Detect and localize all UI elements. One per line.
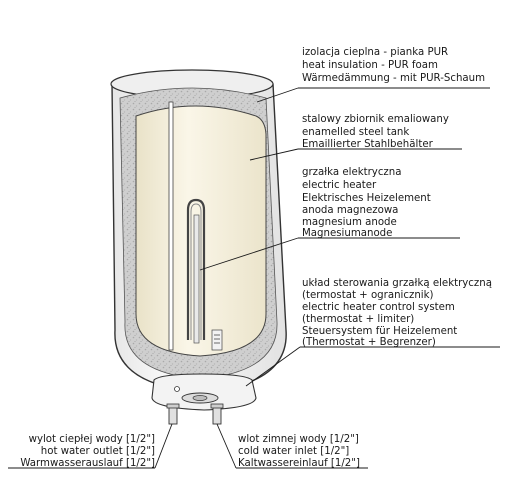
insulation-line-2: heat insulation - PUR foam [302,60,438,71]
callout-heater: grzałka elektryczna electric heater Elek… [302,167,431,239]
hot-outlet-line-3: Warmwasserauslauf [1/2"] [20,458,155,469]
control-line-2: (termostat + ogranicznik) [302,290,434,301]
heater-line-6: Magnesiumanode [302,228,392,239]
heater-line-3: Elektrisches Heizelement [302,193,431,204]
control-line-5: Steuersystem für Heizelement [302,326,457,337]
heater-line-5: magnesium anode [302,217,397,228]
tank-line-2: enamelled steel tank [302,127,409,138]
cold-inlet-line-3: Kaltwassereinlauf [1/2"] [238,458,360,469]
hot-outlet-line-1: wylot ciepłej wody [1/2"] [29,434,155,445]
indicator-lamp-icon [174,386,180,392]
tank-line-1: stalowy zbiornik emaliowany [302,114,449,125]
insulation-line-1: izolacja cieplna - pianka PUR [302,47,448,58]
hot-outlet-line-2: hot water outlet [1/2"] [41,446,155,457]
magnesium-anode-icon [193,214,200,344]
cold-inlet-line-1: wlot zimnej wody [1/2"] [238,434,359,445]
heater-line-4: anoda magnezowa [302,205,398,216]
leader-heater [199,237,299,271]
leader-hot-outlet [154,423,173,469]
cold-water-inlet-connector [212,405,222,425]
leader-cold-inlet [216,423,237,469]
electric-heater-icon [186,198,206,340]
control-line-1: układ sterowania grzałką elektryczną [302,278,492,289]
hot-water-pipe [168,101,174,351]
callout-cold-inlet: wlot zimnej wody [1/2"] cold water inlet… [238,434,360,469]
callout-control: układ sterowania grzałką elektryczną (te… [302,278,492,348]
tank-line-3: Emaillierter Stahlbehälter [302,139,434,150]
hot-water-outlet-connector [168,405,178,425]
control-line-3: electric heater control system [302,302,455,313]
heater-line-2: electric heater [302,180,377,191]
cold-inlet-line-2: cold water inlet [1/2"] [238,446,349,457]
callout-hot-outlet: wylot ciepłej wody [1/2"] hot water outl… [20,434,155,469]
control-line-4: (thermostat + limiter) [302,314,414,325]
leader-control [245,346,301,387]
thermostat-icon [211,329,223,351]
leader-insulation [256,87,299,103]
heater-line-1: grzałka elektryczna [302,167,401,178]
callout-tank: stalowy zbiornik emaliowany enamelled st… [302,114,449,150]
leader-tank [249,148,299,161]
insulation-line-3: Wärmedämmung - mit PUR-Schaum [302,73,485,84]
control-line-6: (Thermostat + Begrenzer) [302,337,436,348]
callout-insulation: izolacja cieplna - pianka PUR heat insul… [302,47,485,84]
